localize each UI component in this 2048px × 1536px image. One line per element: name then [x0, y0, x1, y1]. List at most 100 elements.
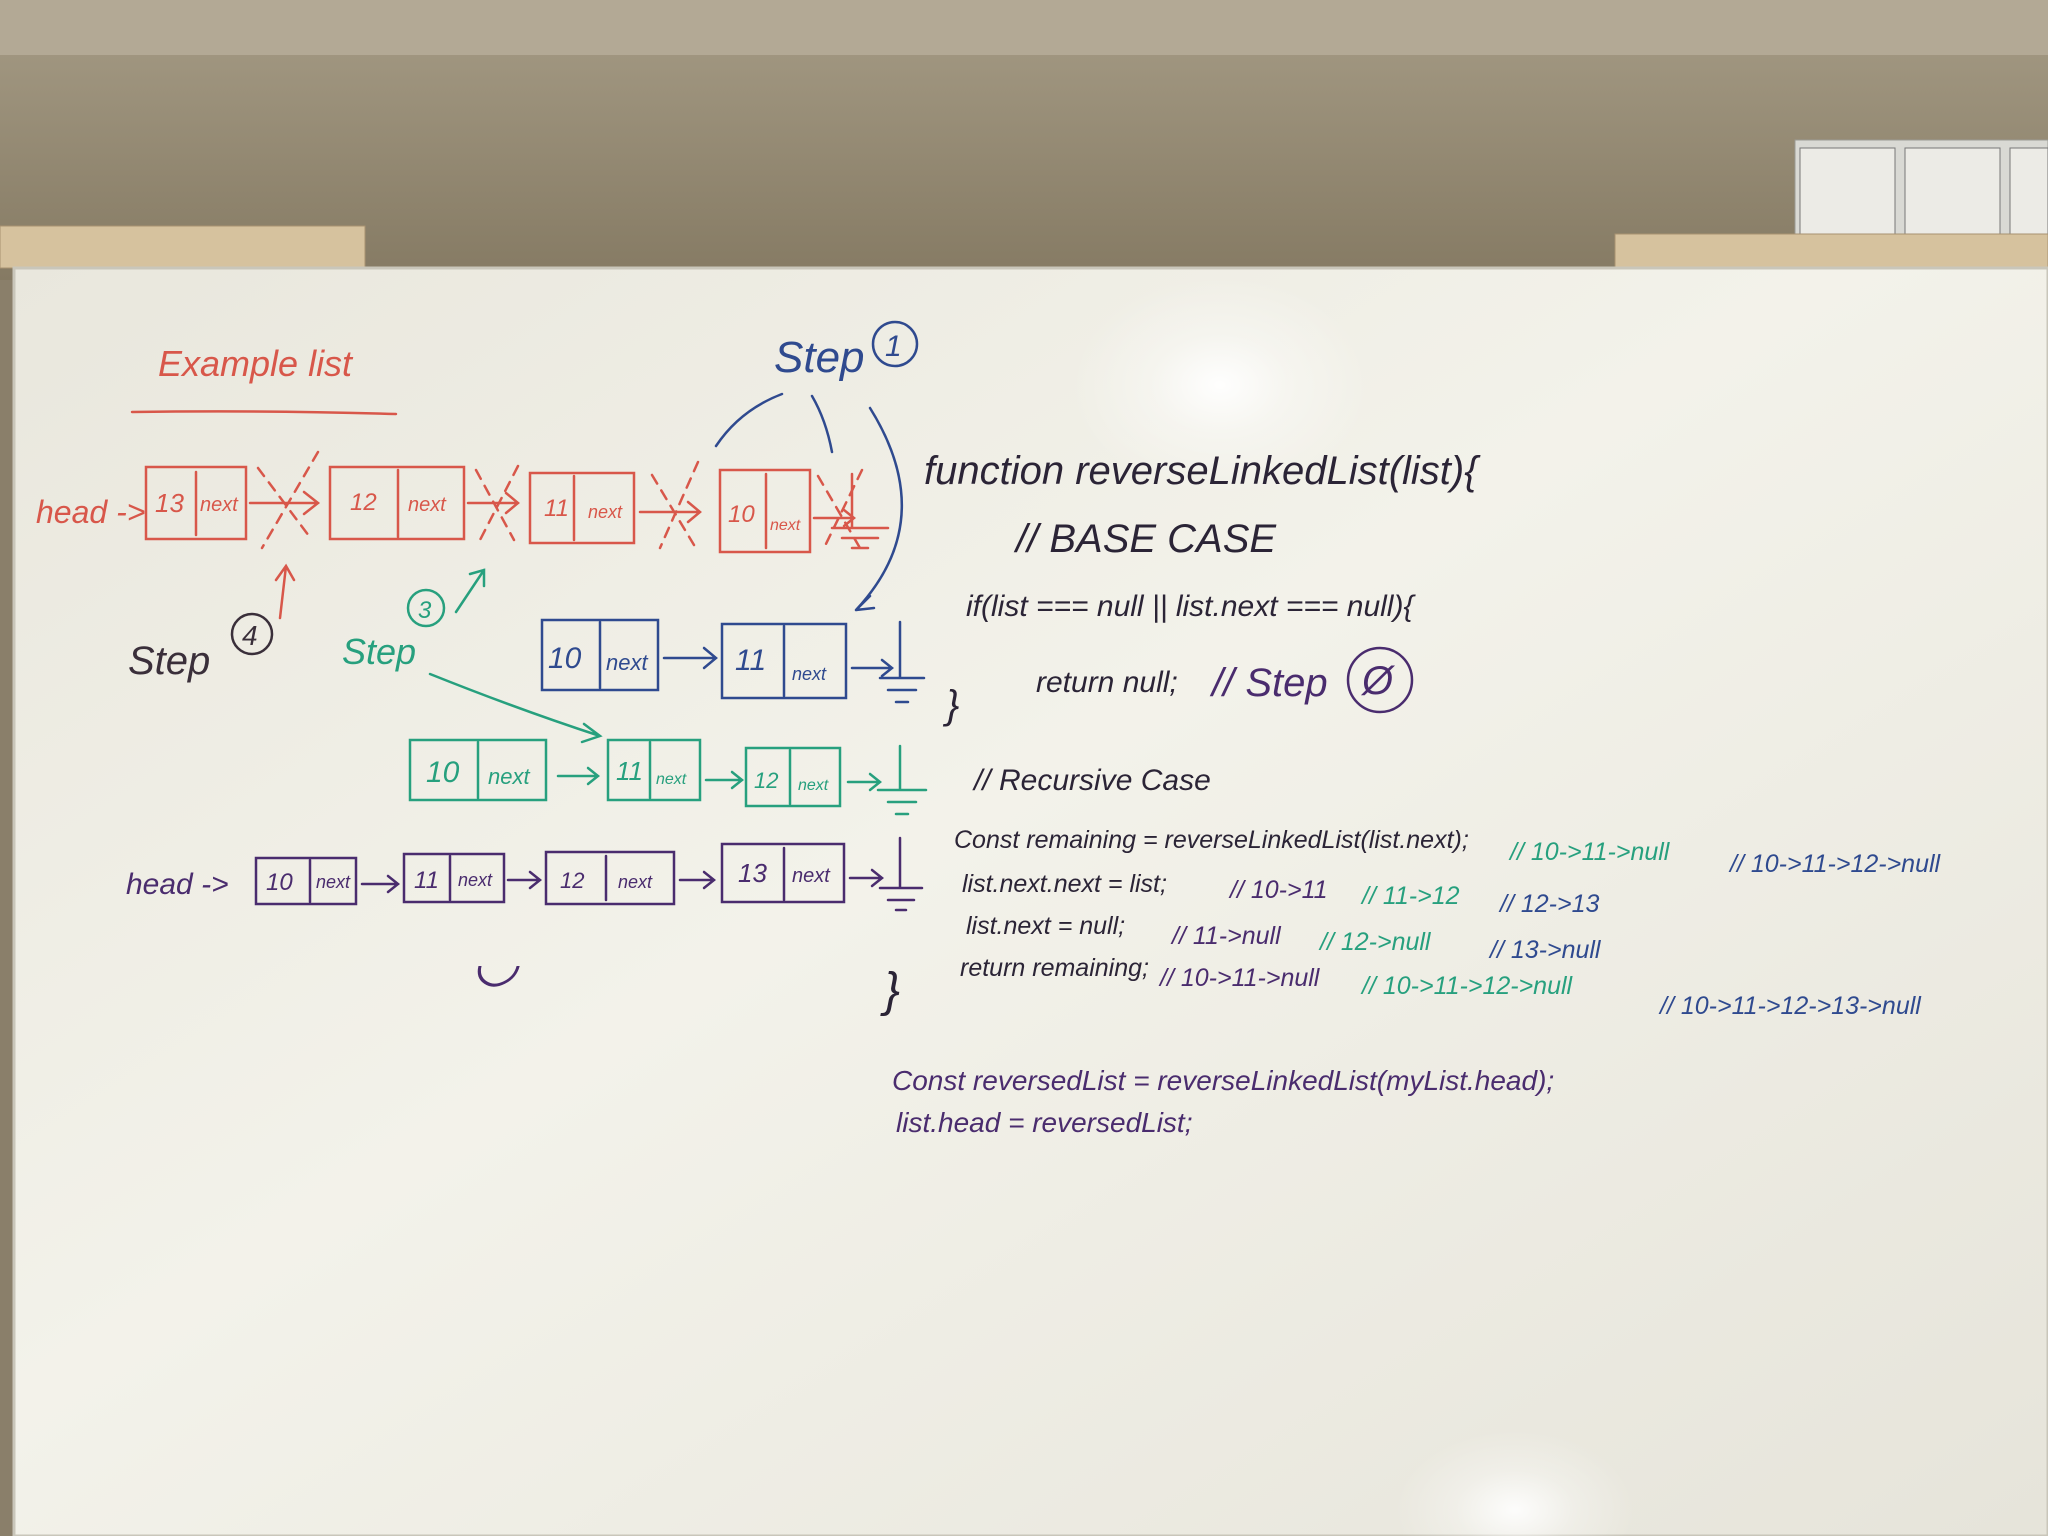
teal-null-ground [876, 744, 928, 816]
blue-arrow-2 [850, 658, 895, 678]
red-cross-3 [650, 460, 700, 550]
purple-arrow-2 [506, 870, 543, 890]
blue-node-11-next: next [792, 664, 827, 684]
purple-node-11-value: 11 [414, 867, 439, 894]
purple-node-10 [254, 856, 358, 906]
red-node-10 [718, 468, 812, 554]
purple-node-12-value: 12 [560, 868, 584, 893]
line-next-next-comment-3: // 12->13 [1498, 890, 1599, 918]
teal-node-10 [408, 738, 548, 802]
teal-arrow-3 [846, 772, 883, 792]
line-remaining-comment-2: // 10->11->12->null [1728, 850, 1942, 878]
red-cross-1 [256, 450, 320, 550]
line-return-comment-1: // 10->11->null [1158, 964, 1321, 992]
blue-arrow-1 [662, 646, 718, 670]
call-line: Const reversedList = reverseLinkedList(m… [892, 1065, 1554, 1096]
line-return-remaining: return remaining; [960, 954, 1149, 982]
purple-null-ground [878, 836, 924, 912]
teal-node-12-next: next [798, 777, 829, 794]
line-return-comment-2: // 10->11->12->null [1360, 972, 1574, 1000]
teal-step-3: Step 3 10 next 11 next 12 next [342, 568, 928, 816]
red-node-13 [144, 465, 248, 541]
teal-node-11 [606, 738, 702, 802]
line-remaining: Const remaining = reverseLinkedList(list… [954, 826, 1469, 854]
teal-node-10-value: 10 [426, 756, 460, 789]
purple-head-label: head -> [126, 868, 229, 901]
whiteboard [14, 268, 2048, 1536]
purple-node-13-next: next [792, 865, 831, 887]
light-glare-bottom [1395, 1430, 1635, 1536]
assign-line: list.head = reversedList; [896, 1107, 1193, 1138]
teal-arrow-2 [704, 770, 745, 790]
purple-node-13-value: 13 [738, 858, 767, 888]
teal-arrow-1 [556, 766, 601, 786]
purple-node-11 [402, 852, 506, 904]
blue-node-10-value: 10 [548, 642, 582, 675]
step-3-circle [406, 588, 446, 628]
line-next-null-comment-2: // 12->null [1318, 928, 1432, 956]
blue-null-ground [878, 620, 926, 704]
purple-arrow-3 [678, 870, 717, 890]
ceiling-edge [0, 0, 2048, 55]
step-0-comment: // Step [1209, 661, 1328, 705]
red-head-label: head -> [36, 494, 145, 530]
line-remaining-comment-1: // 10->11->null [1508, 838, 1671, 866]
purple-node-13 [720, 842, 846, 904]
purple-node-12-next: next [618, 872, 653, 892]
step4-arrow [274, 563, 296, 620]
line-next-null-comment-3: // 13->null [1488, 936, 1602, 964]
line-next-null: list.next = null; [966, 912, 1125, 940]
step-3-arrow-down [428, 672, 603, 744]
function-signature: function reverseLinkedList(list){ [924, 449, 1481, 493]
teal-node-12 [744, 746, 842, 808]
red-node-10-value: 10 [728, 501, 755, 528]
blue-node-11-value: 11 [735, 644, 766, 677]
teal-node-11-next: next [656, 771, 687, 788]
svg-text:4: 4 [242, 620, 258, 651]
step-4-label: Step 4 [128, 612, 274, 683]
if-condition: if(list === null || list.next === null){ [966, 590, 1416, 623]
purple-node-11-next: next [458, 870, 493, 890]
red-arrow-3 [638, 500, 702, 524]
red-arrow-4 [812, 508, 857, 528]
red-example-list: Example list head -> 13 next 12 next 11 … [36, 343, 890, 620]
red-node-11-value: 11 [544, 495, 569, 522]
step-1-label: Step [774, 333, 865, 382]
blue-node-10 [540, 618, 660, 692]
close-if-brace: } [942, 683, 959, 727]
purple-node-10-next: next [316, 872, 351, 892]
recursive-case-comment: // Recursive Case [972, 764, 1211, 797]
red-node-12-next: next [408, 494, 447, 516]
red-node-13-next: next [200, 494, 239, 516]
step-3-label: Step [342, 631, 416, 672]
red-node-12 [328, 465, 466, 541]
red-node-10-next: next [770, 517, 801, 534]
step-0-number: Ø [1360, 659, 1396, 703]
line-return-comment-3: // 10->11->12->13->null [1658, 992, 1922, 1020]
light-glare-top [1070, 275, 1370, 495]
step-1-number: 1 [885, 330, 902, 363]
board-frame [12, 266, 2048, 1536]
step-1-curve-arrow [854, 406, 904, 612]
red-node-11-next: next [588, 502, 623, 522]
title-underline [130, 410, 398, 416]
step-1-circle [871, 320, 919, 368]
purple-node-10-value: 10 [266, 869, 293, 896]
red-node-12-value: 12 [350, 489, 377, 516]
step-3-arrow-up [454, 568, 486, 614]
red-node-13-value: 13 [155, 488, 184, 518]
purple-arrow-4 [848, 868, 885, 888]
close-function-brace: } [880, 964, 900, 1017]
red-node-11 [528, 471, 636, 545]
red-cross-2 [474, 464, 520, 542]
blue-node-11 [720, 622, 848, 700]
line-next-null-comment-1: // 11->null [1170, 922, 1282, 950]
example-list-title: Example list [158, 343, 354, 384]
red-cross-4 [816, 468, 864, 550]
smiley-face: ◡ [472, 932, 520, 992]
blue-step-1: Step 1 10 next 11 next [540, 320, 926, 704]
step-0-circle [1346, 646, 1414, 714]
teal-node-11-value: 11 [616, 756, 643, 786]
line-next-next: list.next.next = list; [962, 870, 1167, 898]
